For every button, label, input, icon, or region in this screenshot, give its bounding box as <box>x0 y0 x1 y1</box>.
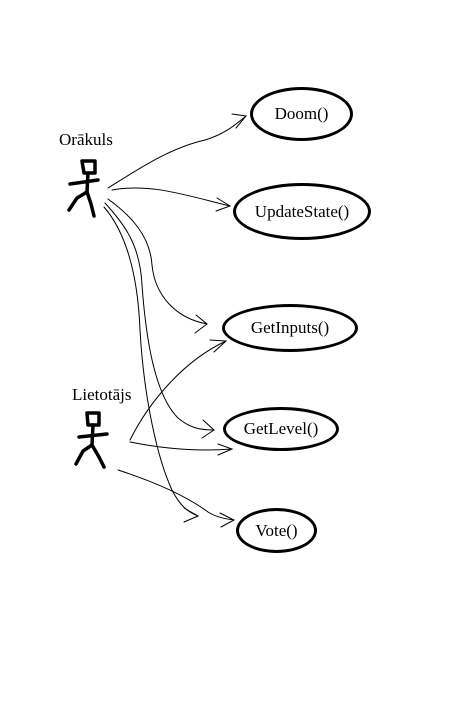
arrow-orakuls-updatestate <box>111 187 231 207</box>
usecase-getinputs-label: GetInputs() <box>250 318 330 337</box>
usecase-vote: Vote() <box>236 508 317 553</box>
usecase-updatestate-label: UpdateState() <box>254 201 350 221</box>
usecase-doom-label: Doom() <box>274 104 329 123</box>
arrowhead-getlevel-1 <box>201 419 215 439</box>
arrowhead-getinputs-1 <box>194 314 208 334</box>
association-arrows <box>103 113 247 528</box>
arrowhead-vote-1 <box>183 507 200 523</box>
arrowhead-getlevel-2 <box>217 443 234 456</box>
arrowhead-getinputs-2 <box>209 339 228 353</box>
arrow-orakuls-doom <box>107 115 247 189</box>
arrow-orakuls-getlevel <box>104 202 215 431</box>
actor-lietotajs-figure <box>74 411 109 469</box>
usecase-doom: Doom() <box>250 87 353 141</box>
usecase-vote-label: Vote() <box>255 520 298 540</box>
usecase-getlevel-label: GetLevel() <box>243 419 319 438</box>
arrowhead-vote-2 <box>219 512 236 528</box>
arrowhead-updatestate <box>215 197 232 212</box>
actor-lietotajs-label: Lietotājs <box>72 385 132 404</box>
arrowhead-doom <box>231 113 247 129</box>
usecase-getlevel: GetLevel() <box>223 407 339 451</box>
arrow-lietotajs-getlevel <box>129 441 233 451</box>
arrow-lietotajs-getinputs <box>129 340 227 441</box>
actor-orakuls-figure <box>67 159 100 218</box>
usecase-getinputs: GetInputs() <box>222 304 358 352</box>
arrow-lietotajs-vote <box>117 469 235 521</box>
usecase-updatestate: UpdateState() <box>233 183 371 240</box>
arrow-orakuls-getinputs <box>107 198 208 325</box>
actor-orakuls-label: Orākuls <box>59 130 113 149</box>
arrow-orakuls-vote <box>103 206 199 517</box>
